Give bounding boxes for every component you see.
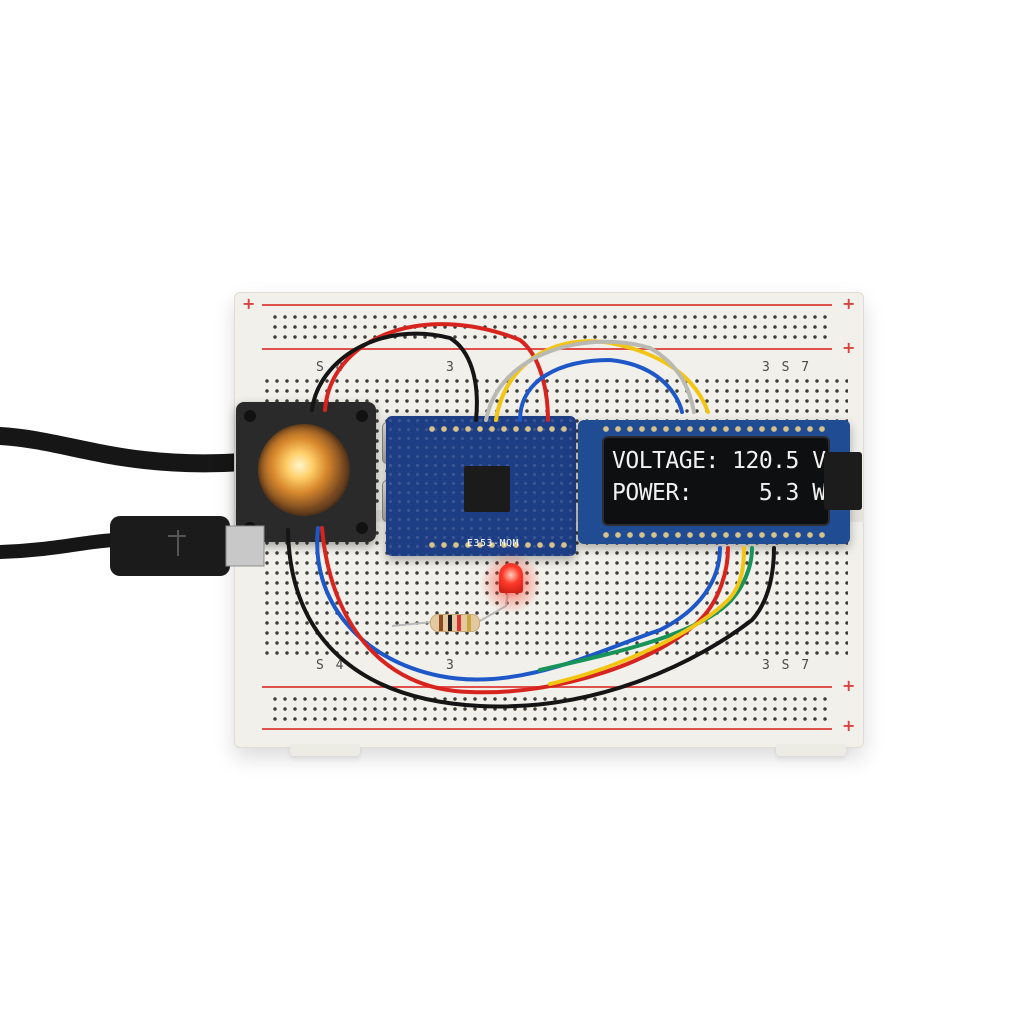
mcu-chip [464,466,510,512]
power-readout: POWER: 5.3 W [612,480,826,506]
jumper-wire [320,526,730,695]
jumper-wire [548,546,746,686]
oled-connector [824,452,862,510]
button-cap-lit [258,424,350,516]
breadboard-foot [290,744,360,756]
header-pins [426,540,572,550]
rail-holes [270,694,830,724]
breadboard-foot [776,744,846,756]
jumper-wire [494,339,710,422]
jumper-wire [518,357,684,422]
red-led [499,563,523,593]
column-label: 3 [446,658,456,673]
rail-plus-sign: + [842,676,856,695]
power-rail-line [262,728,832,730]
jumper-wire [310,331,479,422]
mcu-silkscreen: E353-MQM [466,538,520,549]
power-rail-line [262,304,832,306]
jumper-wire [286,528,776,709]
jumper-wire [323,322,550,422]
header-pins [600,530,828,540]
rail-plus-sign: + [842,716,856,735]
jumper-wire [484,339,696,422]
screw [244,410,256,422]
column-label: 3 [446,360,456,375]
illuminated-button-module [236,402,376,542]
voltage-readout: VOLTAGE: 120.5 V [612,448,826,474]
rail-plus-sign: + [842,338,856,357]
column-label: 3 S 7 [762,658,812,673]
resistor [430,614,480,632]
screw [356,410,368,422]
rail-plus-sign: + [242,294,256,313]
rail-holes [270,312,830,342]
header-pins [600,424,828,434]
screw [356,522,368,534]
jumper-wire [315,526,722,682]
rail-plus-sign: + [842,294,856,313]
column-label: 3 S 7 [762,360,812,375]
column-label: S 4 [316,658,346,673]
header-pins [426,424,572,434]
